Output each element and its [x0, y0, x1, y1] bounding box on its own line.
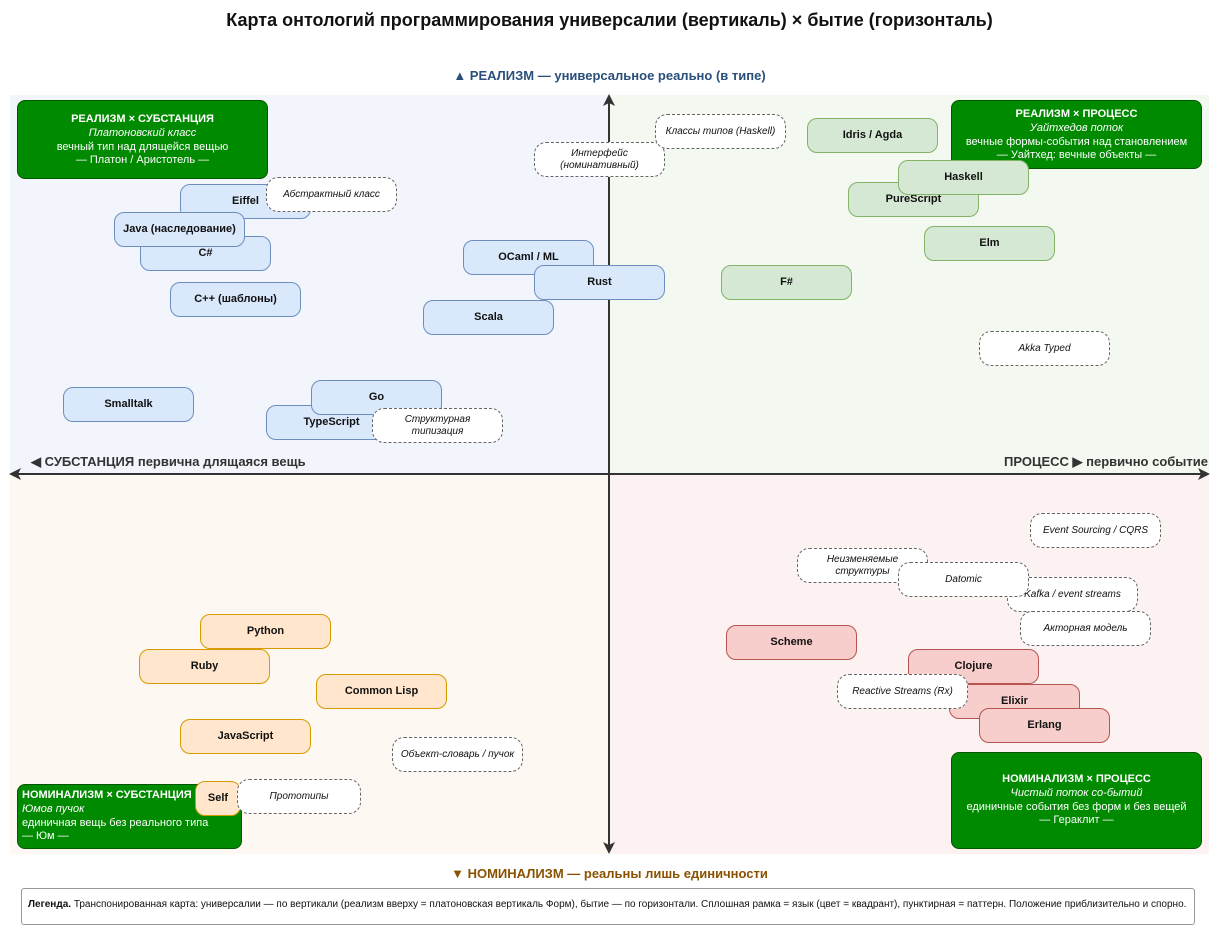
pattern-node-prototypes: Прототипы	[237, 779, 361, 814]
axis-label-substance: ◀ СУБСТАНЦИЯ первична длящаяся вещь	[31, 454, 306, 469]
corner-author: — Платон / Аристотель —	[75, 154, 210, 167]
pattern-node-typeclasses: Классы типов (Haskell)	[655, 114, 786, 149]
pattern-node-actor-model: Акторная модель	[1020, 611, 1151, 646]
language-node-smalltalk: Smalltalk	[63, 387, 194, 422]
language-node-fsharp: F#	[721, 265, 852, 300]
arrow-right-icon	[1198, 468, 1210, 480]
language-node-javascript: JavaScript	[180, 719, 311, 754]
corner-realism-substance: РЕАЛИЗМ × СУБСТАНЦИЯ Платоновский класс …	[17, 100, 268, 179]
axis-label-process: ПРОЦЕСС ▶ первично событие	[1004, 454, 1208, 469]
corner-description: единичная вещь без реального типа	[22, 816, 209, 829]
corner-realism-process: РЕАЛИЗМ × ПРОЦЕСС Уайтхедов поток вечные…	[951, 100, 1202, 169]
corner-subtitle: Юмов пучок	[22, 802, 85, 815]
corner-author: — Юм —	[22, 830, 69, 843]
legend: Легенда. Транспонированная карта: универ…	[21, 888, 1195, 925]
language-node-java: Java (наследование)	[114, 212, 245, 247]
language-node-commonlisp: Common Lisp	[316, 674, 447, 709]
language-node-haskell: Haskell	[898, 160, 1029, 195]
corner-title: РЕАЛИЗМ × ПРОЦЕСС	[1015, 108, 1138, 120]
page-title: Карта онтологий программирования универс…	[226, 10, 993, 30]
pattern-node-reactive-streams: Reactive Streams (Rx)	[837, 674, 968, 709]
axis-label-realism: ▲ РЕАЛИЗМ — универсальное реально (в тип…	[453, 68, 766, 83]
arrow-left-icon	[9, 468, 21, 480]
corner-subtitle: Чистый поток со-бытий	[1010, 786, 1143, 799]
language-node-rust: Rust	[534, 265, 665, 300]
corner-description: вечный тип над длящейся вещью	[56, 140, 229, 153]
corner-title: НОМИНАЛИЗМ × СУБСТАНЦИЯ	[22, 789, 192, 801]
axis-label-nominalism: ▼ НОМИНАЛИЗМ — реальны лишь единичности	[451, 866, 768, 881]
corner-title: НОМИНАЛИЗМ × ПРОЦЕСС	[1002, 773, 1151, 785]
arrow-down-icon	[603, 842, 615, 854]
pattern-node-datomic: Datomic	[898, 562, 1029, 597]
pattern-node-akka-typed: Akka Typed	[979, 331, 1110, 366]
language-node-scala: Scala	[423, 300, 554, 335]
corner-subtitle: Уайтхедов поток	[1029, 121, 1124, 134]
language-node-erlang: Erlang	[979, 708, 1110, 743]
corner-author: — Уайтхед: вечные объекты —	[996, 149, 1157, 162]
language-node-elm: Elm	[924, 226, 1055, 261]
pattern-node-interface: Интерфейс (номинативный)	[534, 142, 665, 177]
corner-description: единичные события без форм и без вещей	[966, 800, 1187, 813]
pattern-node-structural-typing: Структурная типизация	[372, 408, 503, 443]
pattern-node-abstract-class: Абстрактный класс	[266, 177, 397, 212]
corner-description: вечные формы-события над становлением	[965, 135, 1188, 148]
corner-author: — Гераклит —	[1039, 814, 1114, 827]
pattern-node-event-sourcing: Event Sourcing / CQRS	[1030, 513, 1161, 548]
corner-title: РЕАЛИЗМ × СУБСТАНЦИЯ	[71, 113, 214, 125]
language-node-self: Self	[195, 781, 241, 816]
language-node-cpp: C++ (шаблоны)	[170, 282, 301, 317]
language-node-scheme: Scheme	[726, 625, 857, 660]
language-node-ocaml: OCaml / ML	[463, 240, 594, 275]
pattern-node-object-dict: Объект-словарь / пучок	[392, 737, 523, 772]
language-node-python: Python	[200, 614, 331, 649]
corner-subtitle: Платоновский класс	[88, 126, 197, 139]
legend-text: Транспонированная карта: универсалии — п…	[73, 899, 1187, 910]
language-node-ruby: Ruby	[139, 649, 270, 684]
legend-label: Легенда.	[28, 899, 72, 910]
corner-nominalism-process: НОМИНАЛИЗМ × ПРОЦЕСС Чистый поток со-быт…	[951, 752, 1202, 849]
language-node-idris: Idris / Agda	[807, 118, 938, 153]
arrow-up-icon	[603, 94, 615, 106]
corner-nominalism-substance: НОМИНАЛИЗМ × СУБСТАНЦИЯ Юмов пучок едини…	[17, 784, 242, 849]
